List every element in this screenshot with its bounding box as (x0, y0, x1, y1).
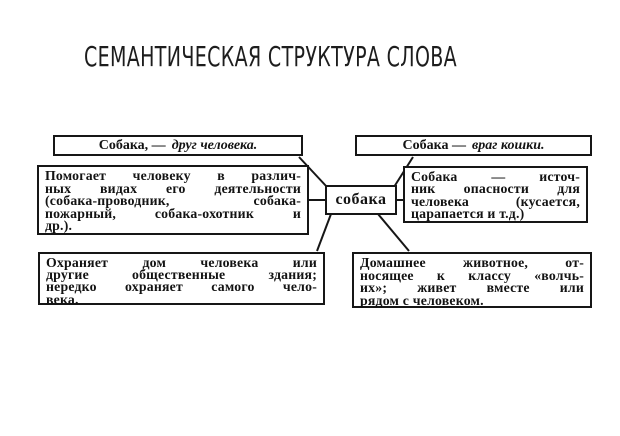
text-line: человека (кусается, (411, 193, 580, 209)
text-line: века. (46, 291, 79, 307)
text-line: Домашнее животное, от- (360, 255, 584, 270)
text-line: Помогает человеку в различ- (45, 168, 301, 183)
text-line: их»; живет вместе или (360, 280, 584, 296)
page-title: СЕМАНТИЧЕСКАЯ СТРУКТУРА СЛОВА (84, 40, 458, 73)
sense-box-helper: Помогает человеку в различ-ных видах его… (37, 165, 309, 235)
connector-bottom-right (377, 213, 410, 252)
text-line: пожарный, собака-охотник и (45, 205, 301, 221)
text-line: царапается и т.д.) (411, 206, 525, 222)
text-line: другие общественные здания; (46, 267, 317, 283)
center-word-box: собака (325, 185, 397, 215)
sense-box-cat-enemy: Собака — враг кошки. (355, 135, 592, 156)
text-line: ных видах его деятельности (45, 180, 301, 196)
sense-box-dog-friend: Собака, — друг человека. (53, 135, 303, 156)
text-line: др.). (45, 218, 73, 234)
sense-box-domestic-animal: Домашнее животное, от-носящее к классу «… (352, 252, 592, 308)
center-word: собака (335, 191, 387, 208)
text-line: носящее к классу «волчь- (360, 267, 584, 283)
connector-top-left (298, 156, 328, 188)
text-line: Собака — источ- (411, 169, 580, 184)
text-line: нередко охраняет самого чело- (46, 279, 317, 295)
text-line: рядом с человеком. (360, 292, 484, 308)
text-line: (собака-проводник, собака- (45, 193, 301, 209)
sense-predicate: враг кошки. (471, 137, 545, 153)
sense-subject: Собака, — (98, 137, 166, 153)
sense-predicate: друг человека. (171, 137, 258, 153)
text-line: ник опасности для (411, 181, 580, 197)
sense-subject: Собака — (402, 137, 466, 153)
connector-bottom-left (316, 213, 332, 252)
text-line: Охраняет дом человека или (46, 255, 317, 270)
